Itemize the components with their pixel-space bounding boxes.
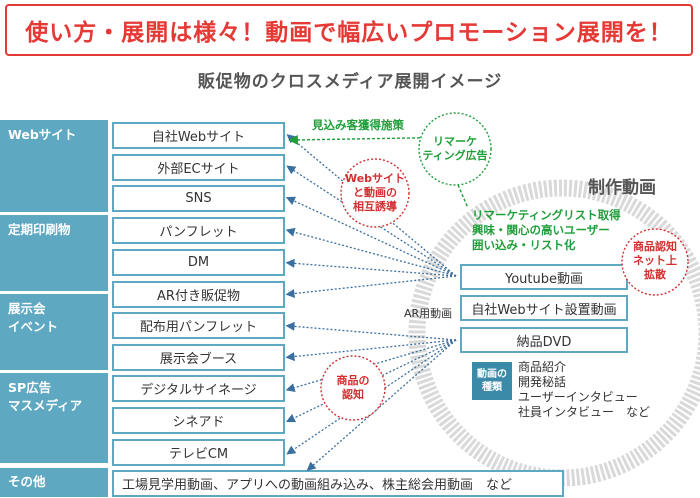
circle-net-spread: [621, 228, 689, 296]
category-web: Webサイト: [0, 120, 108, 212]
item-handout-pamphlet: 配布用パンフレット: [112, 312, 285, 339]
item-ec-site: 外部ECサイト: [112, 154, 285, 181]
arrow-remarketing-link: [457, 184, 469, 209]
text-product-awareness: 商品の 認知: [336, 374, 370, 401]
item-tv-cm: テレビCM: [112, 439, 285, 466]
link-sns: [285, 196, 457, 277]
label-lead-generation: 見込み客獲得施策: [312, 118, 404, 132]
text-net-spread: 商品認知 ネット上 拡散: [633, 240, 677, 281]
item-own-website: 自社Webサイト: [112, 122, 285, 149]
diagram-title: 販促物のクロスメディア展開イメージ: [197, 72, 503, 92]
box-youtube-video: Youtube動画: [460, 264, 628, 290]
item-dm: DM: [112, 249, 285, 276]
link-booth: [285, 339, 457, 362]
headline-banner: 使い方・展開は様々！動画で幅広いプロモーション展開を！: [5, 4, 693, 56]
circle-product-awareness: [320, 355, 386, 421]
circle-web-crosslink: [340, 158, 410, 228]
video-types-list: 商品紹介 開発秘話 ユーザーインタビュー 社員インタビュー など: [518, 360, 651, 419]
label-ar-video: AR用動画: [404, 307, 453, 320]
link-handout: [285, 321, 457, 341]
link-pamphlet: [285, 227, 457, 277]
category-print: 定期印刷物: [0, 215, 108, 291]
item-other-uses: 工場見学用動画、アプリへの動画組み込み、株主総会用動画 など: [112, 470, 564, 497]
remarketing-notes: リマーケティングリスト取得 興味・関心の高いユーザー 囲い込み・リスト化: [472, 208, 621, 252]
item-digital-signage: デジタルサイネージ: [112, 375, 285, 402]
production-video-title: 制作動画: [588, 178, 656, 198]
video-types-badge: 動画の 種類: [472, 362, 512, 400]
headline-text: 使い方・展開は様々！動画で幅広いプロモーション展開を！: [25, 20, 673, 46]
box-website-video: 自社Webサイト設置動画: [460, 295, 628, 321]
item-cinema-ad: シネアド: [112, 407, 285, 434]
item-ar-promo: AR付き販促物: [112, 281, 285, 308]
box-dvd: 納品DVD: [460, 327, 628, 353]
item-pamphlet: パンフレット: [112, 217, 285, 244]
category-other: その他: [0, 468, 108, 497]
text-web-crosslink: Webサイト と動画の 相互誘導: [344, 172, 406, 213]
category-event: 展示会 イベント: [0, 294, 108, 370]
circle-remarketing-ad: [418, 112, 492, 186]
category-sp-media: SP広告 マスメディア: [0, 373, 108, 463]
link-ec-site: [286, 165, 457, 277]
link-signage: [285, 339, 457, 393]
link-other: [306, 339, 457, 471]
item-sns: SNS: [112, 185, 285, 212]
text-remarketing-ad: リマーケ ティング広告: [422, 135, 488, 162]
link-ar-promo: [285, 275, 457, 299]
item-exhibition-booth: 展示会ブース: [112, 344, 285, 371]
arrow-lead-generation: [288, 135, 471, 145]
